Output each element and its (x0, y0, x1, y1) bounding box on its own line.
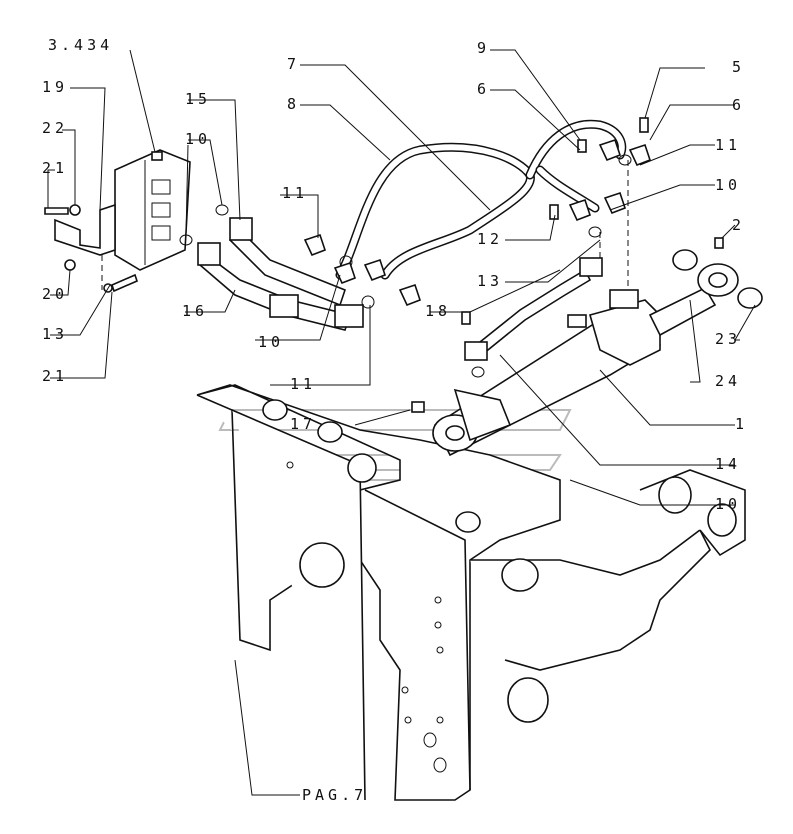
leader-lines (47, 49, 756, 796)
label-22: 22 (42, 119, 68, 137)
label-7: 7 (287, 55, 300, 73)
label-6-left: 6 (477, 80, 490, 98)
label-11-upper: 11 (282, 184, 308, 202)
label-10-right: 10 (715, 176, 741, 194)
hydraulic-cylinder (411, 237, 763, 457)
label-9: 9 (477, 39, 490, 57)
support-frame (196, 384, 746, 801)
label-18: 18 (425, 302, 451, 320)
label-8: 8 (287, 95, 300, 113)
label-21-lower: 21 (42, 367, 68, 385)
label-14: 14 (715, 455, 741, 473)
label-12: 12 (477, 230, 503, 248)
label-pag-7: PAG.7 (302, 786, 367, 804)
label-16: 16 (182, 302, 208, 320)
label-17: 17 (290, 415, 316, 433)
hoses (335, 119, 627, 280)
label-23: 23 (715, 330, 741, 348)
part-labels: 3.434 19 22 21 20 13 21 15 10 16 11 10 1… (42, 36, 748, 804)
label-6-right: 6 (732, 96, 745, 114)
label-20: 20 (42, 285, 68, 303)
label-13-left: 13 (42, 325, 68, 343)
label-1: 1 (735, 415, 748, 433)
label-11-lower: 11 (290, 375, 316, 393)
label-11-right: 11 (715, 136, 741, 154)
label-10-middle: 10 (258, 333, 284, 351)
label-2: 2 (732, 216, 745, 234)
label-21-upper: 21 (42, 159, 68, 177)
label-10-lower-right: 10 (715, 495, 741, 513)
label-10-upper-left: 10 (185, 130, 211, 148)
label-5: 5 (732, 58, 745, 76)
valve-block (54, 149, 191, 271)
rigid-tubes (197, 217, 603, 361)
label-3-434: 3.434 (48, 36, 113, 54)
label-13-right: 13 (477, 272, 503, 290)
label-24: 24 (715, 372, 741, 390)
label-19: 19 (42, 78, 68, 96)
alignment-lines (101, 160, 629, 290)
label-15: 15 (185, 90, 211, 108)
